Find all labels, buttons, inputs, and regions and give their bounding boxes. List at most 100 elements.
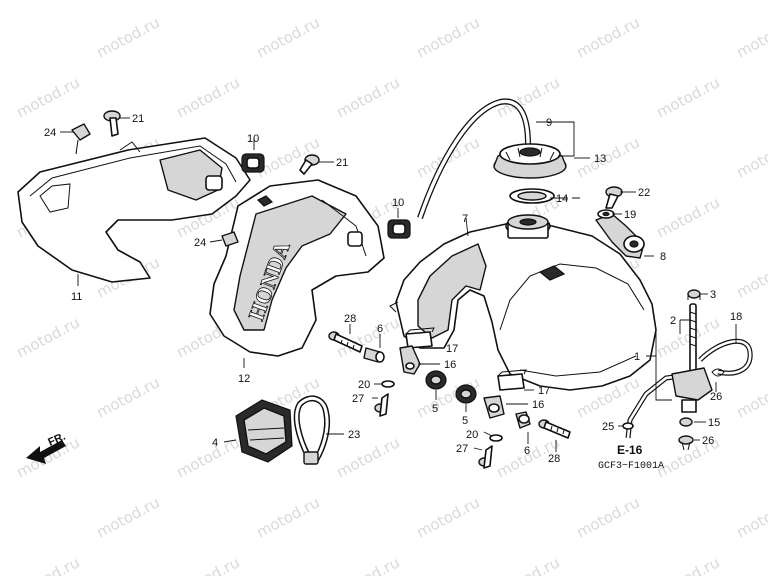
callout-20: 20 — [358, 379, 370, 391]
part-22-valve-screw[interactable] — [605, 186, 623, 209]
watermark-text: motod.ru — [733, 253, 768, 301]
watermark-text: motod.ru — [93, 13, 162, 61]
callout-17: 17 — [446, 343, 458, 355]
callout-24: 24 — [194, 237, 206, 249]
part-27-bolt-left[interactable] — [374, 393, 389, 417]
callout-26: 26 — [702, 435, 714, 447]
part-21-bolt-middle[interactable] — [299, 154, 320, 175]
part-1-fuel-pipe[interactable] — [625, 367, 713, 439]
part-14-cap-gasket[interactable] — [509, 188, 555, 204]
callout-11: 11 — [71, 291, 82, 303]
part-20-washer-right[interactable] — [489, 434, 503, 442]
callout-20: 20 — [466, 429, 478, 441]
part-18-fuel-hose[interactable] — [698, 338, 753, 376]
part-16-bracket-left[interactable] — [399, 345, 421, 375]
watermark-text: motod.ru — [173, 73, 242, 121]
callout-21: 21 — [336, 157, 348, 169]
callout-15: 15 — [708, 417, 720, 429]
watermark-text: motod.ru — [333, 73, 402, 121]
callout-6: 6 — [377, 323, 383, 335]
callout-28: 28 — [548, 453, 560, 465]
callout-28: 28 — [344, 313, 356, 325]
watermark-text: motod.ru — [653, 313, 722, 361]
callout-21: 21 — [132, 113, 144, 125]
callout-27: 27 — [352, 393, 364, 405]
callout-10: 10 — [247, 133, 259, 145]
part-28-bolt-right[interactable] — [538, 419, 571, 439]
watermark-text: motod.ru — [253, 493, 322, 541]
part-6-collar-left[interactable] — [363, 347, 385, 363]
watermark-text: motod.ru — [493, 553, 562, 576]
watermark-text: motod.ru — [653, 73, 722, 121]
part-19-valve-packing[interactable] — [597, 209, 615, 219]
callout-19: 19 — [624, 209, 636, 221]
part-10-cushion-upper[interactable] — [241, 153, 265, 173]
watermark-text: motod.ru — [653, 193, 722, 241]
part-27-bolt-right[interactable] — [478, 445, 493, 469]
part-5-rubber-left[interactable] — [425, 370, 447, 390]
watermark-text: motod.ru — [93, 493, 162, 541]
part-28-bolt-left[interactable] — [328, 331, 363, 353]
callout-1: 1 — [634, 351, 640, 363]
watermark-text: motod.ru — [733, 133, 768, 181]
callout-8: 8 — [660, 251, 666, 263]
callout-26: 26 — [710, 391, 722, 403]
part-15-collar[interactable] — [679, 417, 693, 427]
watermark-text: motod.ru — [573, 493, 642, 541]
watermark-text: motod.ru — [333, 433, 402, 481]
part-13-fuel-cap[interactable] — [493, 143, 567, 179]
watermark-text: motod.ru — [13, 313, 82, 361]
watermark-text: motod.ru — [0, 133, 3, 181]
callout-23: 23 — [348, 429, 360, 441]
watermark-text: motod.ru — [413, 493, 482, 541]
callout-14: 14 — [556, 193, 568, 205]
leader-lines — [60, 117, 737, 452]
part-24-grommet-lower[interactable] — [221, 231, 239, 247]
watermark-text: motod.ru — [173, 553, 242, 576]
part-4-rubber-mount[interactable] — [235, 399, 293, 463]
part-17-cushion-right[interactable] — [497, 369, 527, 391]
watermark-text: motod.ru — [733, 13, 768, 61]
watermark-text: motod.ru — [0, 253, 3, 301]
watermark-text: motod.ru — [93, 373, 162, 421]
callout-17: 17 — [538, 385, 550, 397]
callout-4: 4 — [212, 437, 218, 449]
diagram-code: GCF3−F1001A — [598, 461, 664, 472]
part-26-bolt-lower[interactable] — [678, 435, 694, 451]
part-16-bracket-right[interactable] — [483, 395, 505, 419]
part-26-clip-upper[interactable] — [711, 368, 725, 377]
callout-12: 12 — [238, 373, 250, 385]
part-10-cushion-lower[interactable] — [387, 219, 411, 239]
watermark-text: motod.ru — [413, 13, 482, 61]
callout-10: 10 — [392, 197, 404, 209]
callout-25: 25 — [602, 421, 614, 433]
part-25-clamp[interactable] — [622, 422, 634, 430]
part-23-band[interactable] — [293, 395, 330, 465]
watermark-text: motod.ru — [573, 133, 642, 181]
part-6-collar-right[interactable] — [515, 411, 531, 429]
part-20-washer-left[interactable] — [381, 380, 395, 388]
part-17-cushion-left[interactable] — [405, 327, 435, 349]
watermark-text: motod.ru — [653, 553, 722, 576]
watermark-text: motod.ru — [573, 13, 642, 61]
part-5-rubber-right[interactable] — [455, 384, 477, 404]
part-7-fuel-tank[interactable] — [389, 214, 657, 391]
callout-5: 5 — [462, 415, 468, 427]
part-12-right-shroud[interactable]: HONDA — [209, 179, 385, 357]
part-11-left-shroud[interactable] — [17, 137, 251, 283]
watermark-text: motod.ru — [333, 553, 402, 576]
watermark-text: motod.ru — [253, 13, 322, 61]
watermark-text: motod.ru — [13, 553, 82, 576]
part-21-bolt-upper[interactable] — [103, 110, 121, 137]
part-9-breather-tube[interactable] — [417, 98, 531, 219]
part-8-fuel-valve[interactable] — [595, 213, 645, 259]
part-24-grommet-upper[interactable] — [71, 123, 91, 155]
callout-5: 5 — [432, 403, 438, 415]
callout-16: 16 — [444, 359, 456, 371]
watermark-text: motod.ru — [13, 73, 82, 121]
part-3-nut[interactable] — [687, 289, 701, 300]
part-2-bolt-rod[interactable] — [689, 303, 697, 389]
